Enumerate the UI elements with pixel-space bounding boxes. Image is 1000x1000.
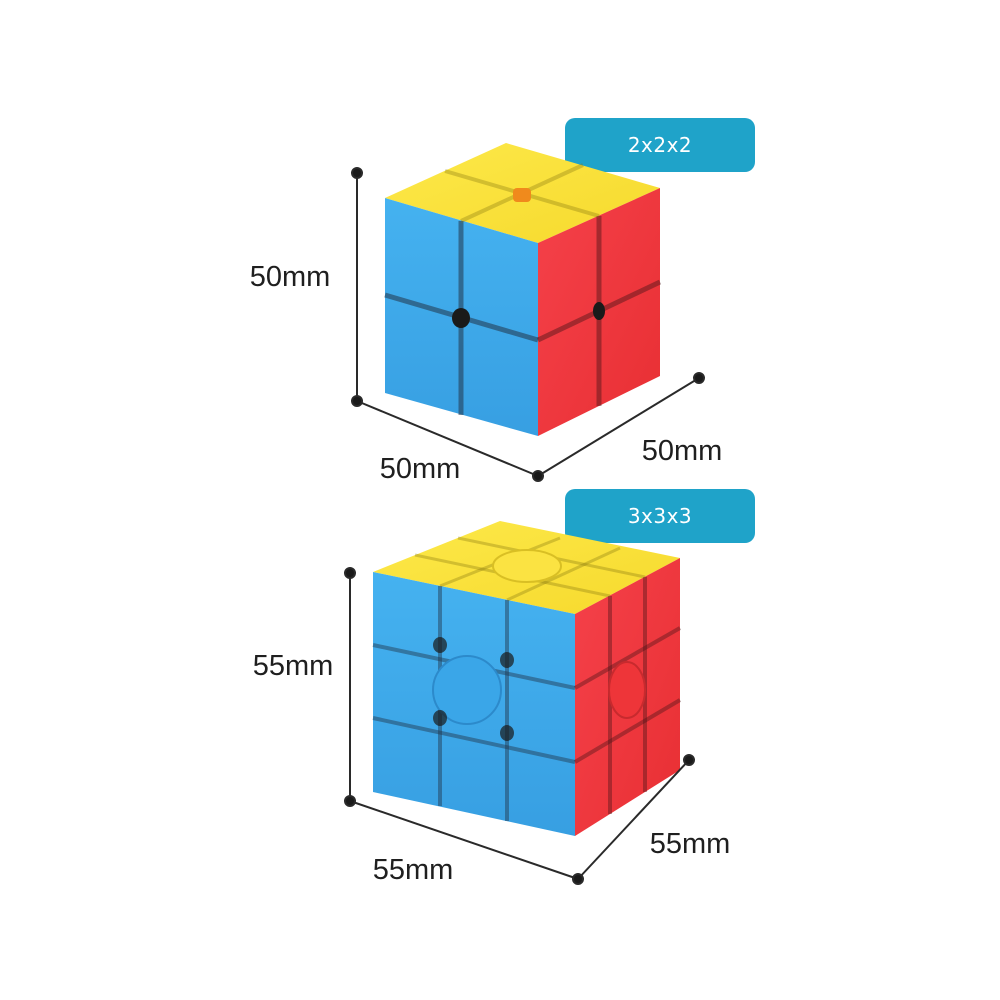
cube-2x2x2 <box>384 143 662 436</box>
height-label-3x3x3: 55mm <box>253 650 334 682</box>
depth-label-2x2x2: 50mm <box>642 435 723 467</box>
height-label-2x2x2: 50mm <box>250 261 331 293</box>
badge-3x3x3: 3x3x3 <box>565 489 755 543</box>
cube-2x2x2-group: 2x2x2 <box>250 118 755 485</box>
cube-3x3x3 <box>372 521 682 836</box>
badge-3x3x3-label: 3x3x3 <box>628 504 692 528</box>
cube-3x3x3-group: 3x3x3 <box>253 489 755 886</box>
depth-label-3x3x3: 55mm <box>650 828 731 860</box>
width-label-3x3x3: 55mm <box>373 854 454 886</box>
dimension-lines-2x2x2 <box>351 167 705 482</box>
badge-2x2x2-label: 2x2x2 <box>628 133 692 157</box>
width-label-2x2x2: 50mm <box>380 453 461 485</box>
dimension-lines-3x3x3 <box>344 567 695 885</box>
badge-2x2x2: 2x2x2 <box>565 118 755 172</box>
